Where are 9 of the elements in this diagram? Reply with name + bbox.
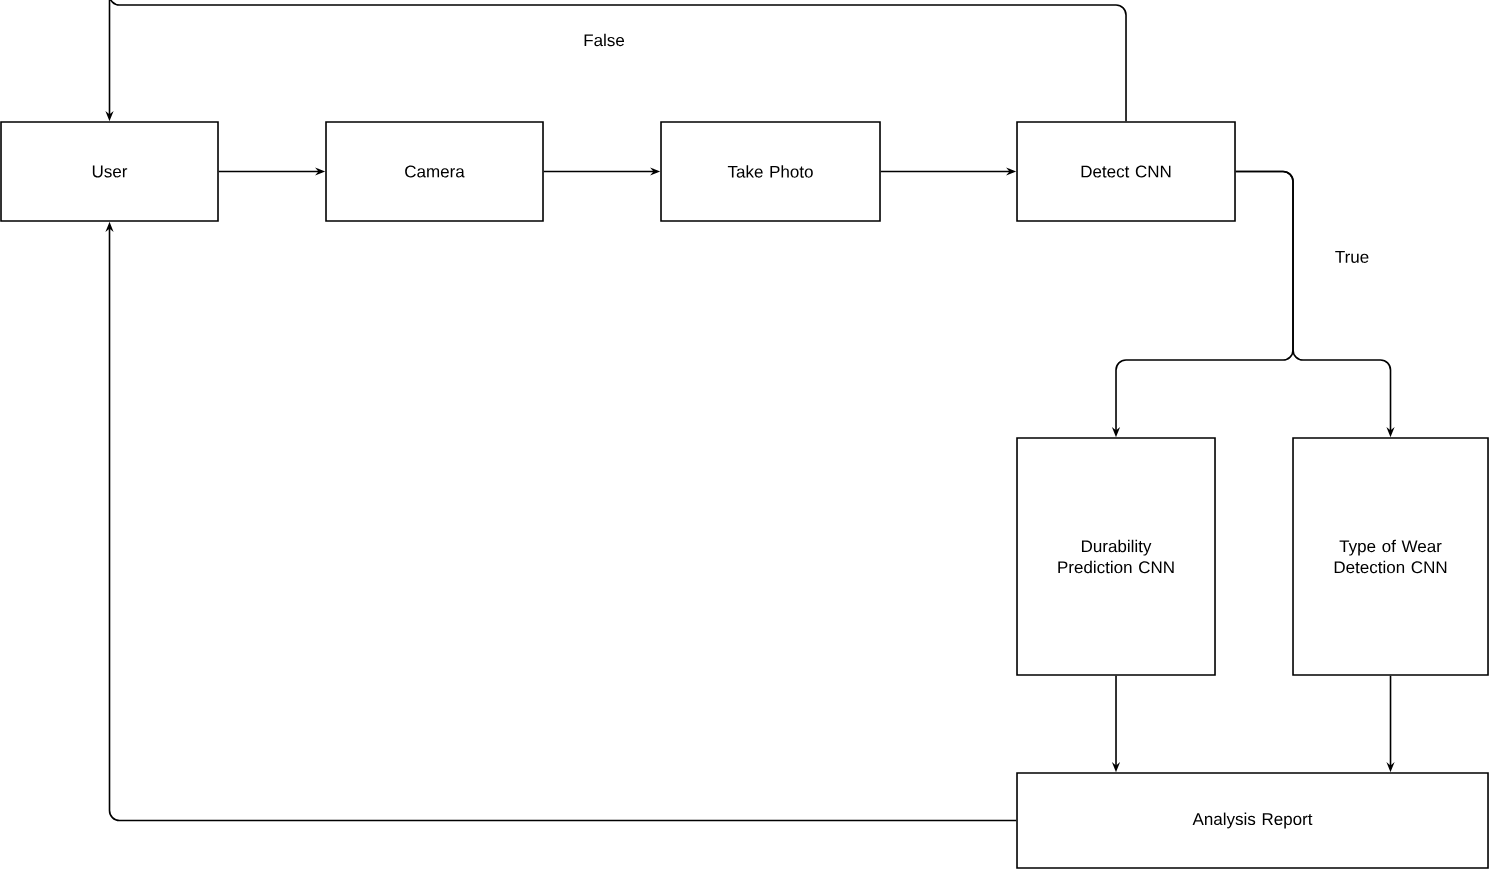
edge-label: False [581,31,627,49]
process-box: Type of Wear Detection CNN [1292,437,1489,676]
edge-label: True [1332,249,1372,265]
process-box: Analysis Report [1016,772,1489,869]
process-box: Take Photo [660,121,881,222]
process-box: Durability Prediction CNN [1016,437,1216,676]
process-box: User [0,121,219,222]
process-box: Detect CNN [1016,121,1236,222]
process-box: Camera [325,121,544,222]
